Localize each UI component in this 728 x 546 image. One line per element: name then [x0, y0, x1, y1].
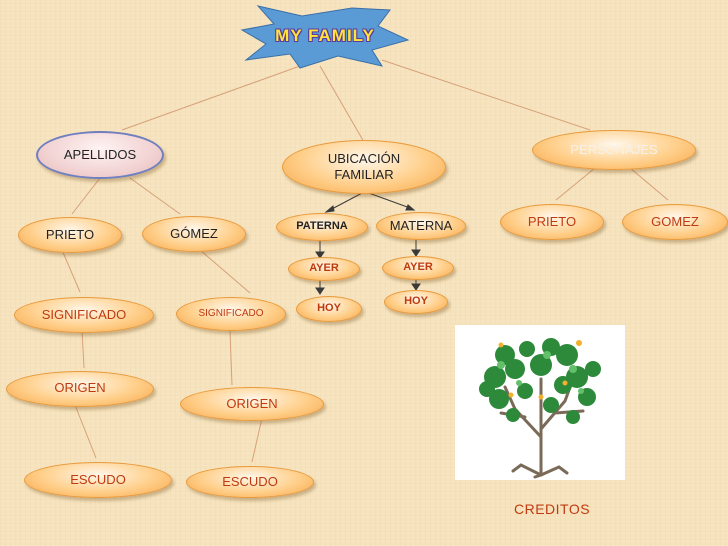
personaje-prieto-node[interactable]: PRIETO: [500, 204, 604, 240]
paterna-ayer-node[interactable]: AYER: [288, 257, 360, 281]
credits-link[interactable]: CREDITOS: [514, 501, 591, 517]
paterna-hoy-node[interactable]: HOY: [296, 296, 362, 322]
title-star: MY FAMILY: [240, 4, 410, 70]
significado-gomez-node[interactable]: SIGNIFICADO: [176, 297, 286, 331]
personajes-node[interactable]: PERSONAJES: [532, 130, 696, 170]
personaje-gomez-node[interactable]: GOMEZ: [622, 204, 728, 240]
apellidos-node[interactable]: APELLIDOS: [36, 131, 164, 179]
gomez-node[interactable]: GÓMEZ: [142, 216, 246, 252]
origen-prieto-node[interactable]: ORIGEN: [6, 371, 154, 407]
materna-hoy-node[interactable]: HOY: [384, 290, 448, 314]
escudo-prieto-node[interactable]: ESCUDO: [24, 462, 172, 498]
materna-node[interactable]: MATERNA: [376, 212, 466, 240]
page-title: MY FAMILY: [275, 26, 375, 45]
origen-gomez-node[interactable]: ORIGEN: [180, 387, 324, 421]
significado-prieto-node[interactable]: SIGNIFICADO: [14, 297, 154, 333]
star-shape-icon: [240, 5, 410, 69]
materna-ayer-node[interactable]: AYER: [382, 256, 454, 280]
prieto-node[interactable]: PRIETO: [18, 217, 122, 253]
escudo-gomez-node[interactable]: ESCUDO: [186, 466, 314, 498]
paterna-node[interactable]: PATERNA: [276, 213, 368, 241]
tree-icon: [479, 338, 601, 479]
ubicacion-familiar-node[interactable]: UBICACIÓN FAMILIAR: [282, 140, 446, 194]
family-tree-image: [455, 325, 625, 480]
